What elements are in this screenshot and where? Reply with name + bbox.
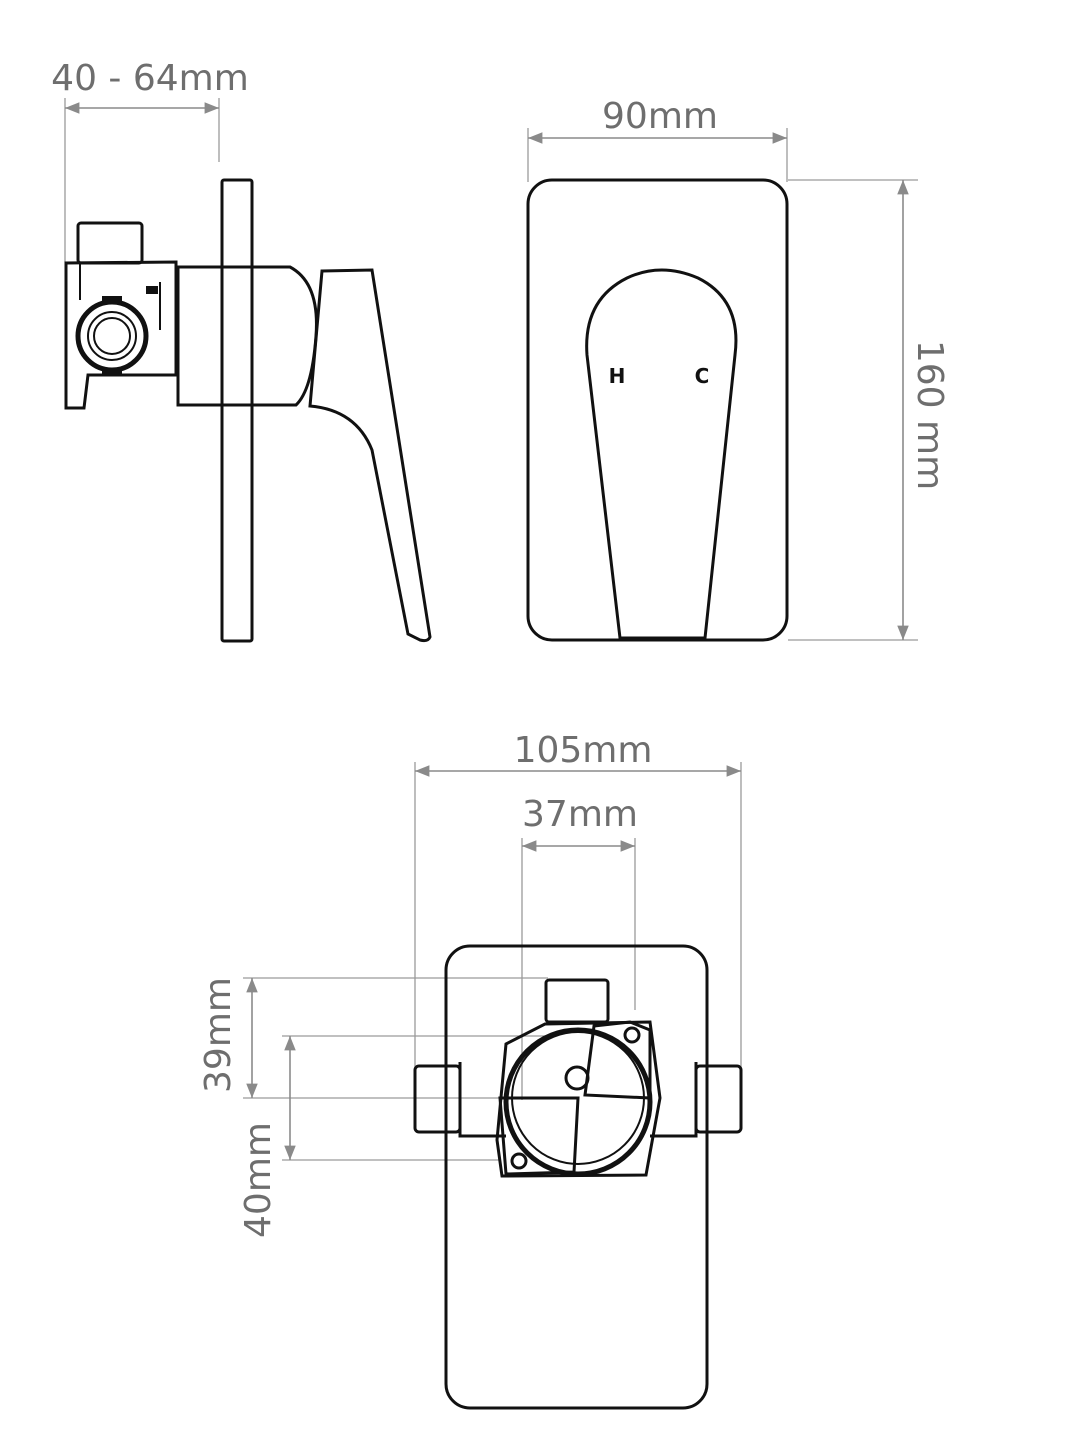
plate-height-label: 160 mm (909, 340, 950, 490)
inlet-spacing-label: 37mm (522, 794, 638, 835)
outlet-lower-label: 40mm (238, 1122, 279, 1238)
side-view: 40 - 64mm (51, 58, 432, 643)
front-view: 90mm 160 mm H C (526, 96, 950, 642)
hot-label: H (609, 364, 626, 388)
body-view: 105mm 37mm 39mm 40mm (198, 730, 743, 1410)
body-width-label: 105mm (514, 730, 653, 771)
plate-width-label: 90mm (602, 96, 718, 137)
cold-label: C (695, 364, 710, 388)
side-depth-label: 40 - 64mm (51, 58, 249, 99)
outlet-upper-label: 39mm (198, 977, 239, 1093)
